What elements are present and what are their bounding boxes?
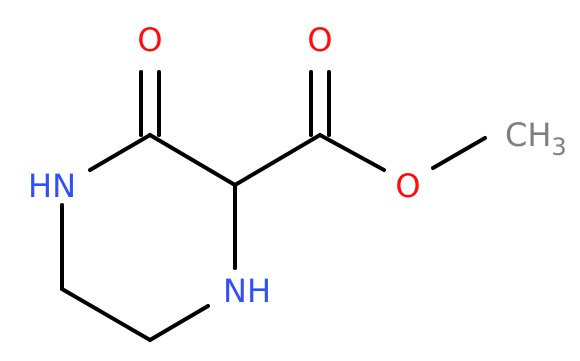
bonds (60, 70, 487, 342)
o-methyl-bond (431, 136, 487, 170)
c5-c6-bond (60, 287, 152, 342)
c3-n4-bond (88, 133, 152, 172)
c2-ester-c-bond (233, 133, 322, 187)
c3-c2-bond (148, 133, 237, 187)
c6-n1-bond (148, 304, 210, 342)
amide-nitrogen-label: HN (28, 167, 76, 205)
methyl-carbon-text: CH (505, 116, 551, 154)
methyl-subscript: 3 (551, 133, 566, 161)
ketone-oxygen-label: O (137, 21, 162, 59)
atom-labels: O O O HN NH CH3 (28, 21, 567, 310)
ring-nitrogen-label: NH (223, 272, 271, 310)
ester-c-o-bond (318, 133, 386, 172)
carbonyl-oxygen-label: O (307, 21, 332, 59)
ester-oxygen-label: O (395, 167, 420, 205)
methyl-group-label: CH3 (505, 116, 567, 161)
